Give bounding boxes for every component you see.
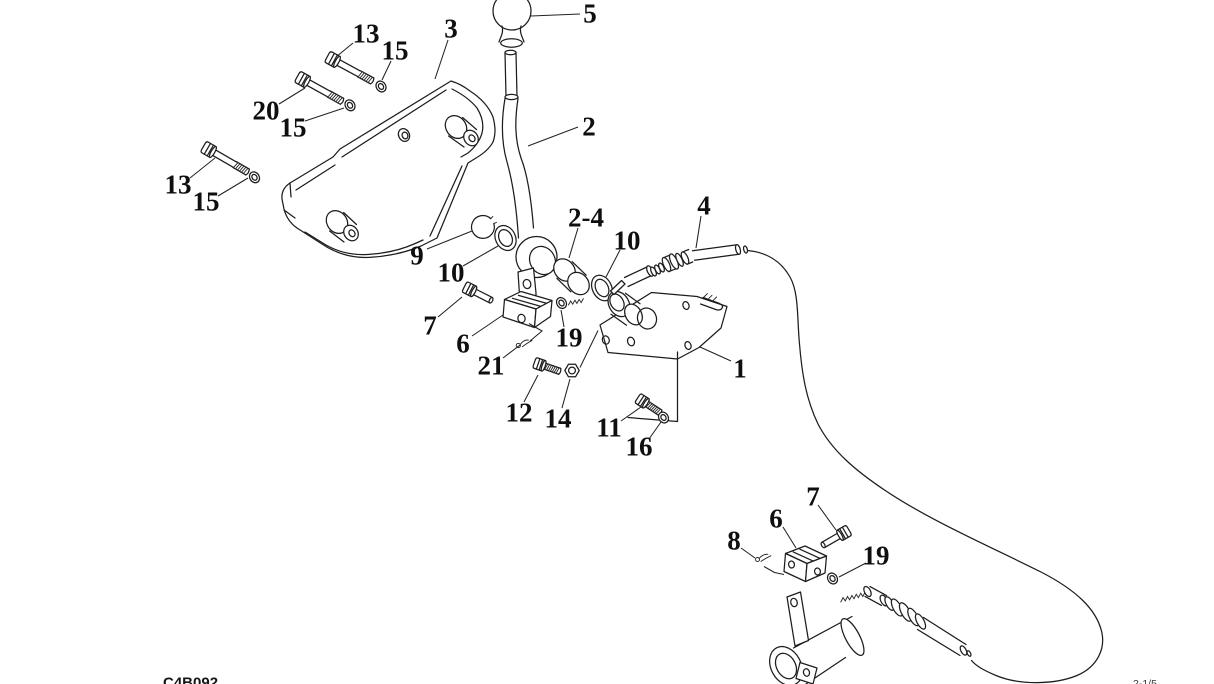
washer-15-top bbox=[373, 78, 389, 95]
callout-leader-8 bbox=[740, 547, 756, 559]
washer-10-right bbox=[590, 274, 614, 302]
callout-leader-6 bbox=[782, 526, 797, 549]
callout-leader-4 bbox=[695, 215, 702, 249]
callout-label-15: 15 bbox=[193, 187, 220, 217]
lever-bar bbox=[786, 591, 810, 647]
callout-label-14: 14 bbox=[545, 404, 572, 434]
callout-leader-21 bbox=[502, 344, 521, 359]
cover-boss-left bbox=[325, 209, 359, 243]
callout-label-1: 1 bbox=[733, 354, 747, 384]
washer-19-lower bbox=[824, 570, 841, 587]
callout-leader-19 bbox=[560, 309, 565, 328]
callout-label-19: 19 bbox=[556, 323, 583, 353]
callout-label-7: 7 bbox=[423, 311, 437, 341]
callout-label-3: 3 bbox=[444, 14, 458, 44]
cotter-pin-21 bbox=[515, 339, 533, 349]
callout-label-19: 19 bbox=[863, 541, 890, 571]
callout-leader-11 bbox=[620, 406, 642, 422]
callout-leader-7 bbox=[437, 296, 463, 318]
page-ref: 2-1/5 bbox=[1133, 678, 1157, 684]
callout-label-4: 4 bbox=[697, 191, 711, 221]
bolt-7-upper bbox=[461, 280, 496, 307]
callout-leader-15 bbox=[217, 177, 249, 197]
threaded-stub bbox=[568, 298, 584, 306]
cable-end-lower bbox=[840, 585, 972, 657]
callout-label-7: 7 bbox=[806, 482, 820, 512]
callout-leader-13 bbox=[335, 42, 354, 58]
bracket-u-slot bbox=[699, 293, 724, 311]
callout-label-6: 6 bbox=[456, 329, 470, 359]
callout-leader-1 bbox=[699, 346, 732, 362]
snap-ring-9 bbox=[470, 214, 497, 239]
bracket-large-hole bbox=[636, 307, 658, 330]
callout-leader-15 bbox=[381, 60, 392, 81]
lever-cover bbox=[281, 80, 496, 259]
washer-15-mid bbox=[342, 97, 358, 114]
drawing-code: C4B092 bbox=[163, 675, 218, 684]
callout-label-13: 13 bbox=[165, 170, 192, 200]
lever-rod bbox=[504, 49, 519, 101]
assembly-indicator-lines bbox=[528, 323, 785, 576]
cover-boss-right bbox=[444, 114, 479, 148]
lower-lever-assembly bbox=[755, 524, 972, 684]
callout-leader-20 bbox=[278, 87, 306, 105]
cotter-pin-8 bbox=[755, 553, 772, 562]
callout-leader-10 bbox=[462, 245, 499, 267]
bolt-13-top bbox=[323, 50, 377, 88]
callout-leader-7 bbox=[817, 504, 837, 531]
shift-knob bbox=[492, 0, 532, 48]
callout-leader-5 bbox=[530, 13, 581, 17]
callout-label-13: 13 bbox=[353, 19, 380, 49]
mounting-bracket bbox=[599, 290, 728, 423]
washer-15-left bbox=[246, 169, 263, 186]
callout-leader-2-4 bbox=[568, 227, 579, 259]
clevis-lower bbox=[783, 545, 828, 583]
callout-label-15: 15 bbox=[382, 36, 409, 66]
callout-leader-9 bbox=[426, 230, 473, 250]
callout-label-16: 16 bbox=[626, 432, 653, 462]
callout-label-8: 8 bbox=[727, 526, 741, 556]
washer-16 bbox=[655, 409, 672, 426]
lower-tab-bracket bbox=[795, 661, 818, 684]
callout-leader-10 bbox=[605, 249, 621, 278]
callout-label-15: 15 bbox=[280, 113, 307, 143]
callout-label-6: 6 bbox=[769, 504, 783, 534]
clevis-upper bbox=[502, 290, 553, 329]
pivot-cylinder bbox=[769, 615, 865, 684]
callout-leader-19 bbox=[838, 562, 867, 578]
callout-leader-12 bbox=[523, 374, 539, 403]
callout-leader-16 bbox=[648, 421, 662, 440]
callout-leader-15 bbox=[304, 107, 345, 122]
bolt-12 bbox=[531, 356, 563, 378]
callout-label-2-4: 2-4 bbox=[568, 203, 604, 233]
bolt-20 bbox=[293, 70, 347, 108]
callout-leader-13 bbox=[189, 157, 216, 179]
cover-hole bbox=[397, 127, 411, 143]
callout-leader-6 bbox=[471, 314, 504, 337]
callout-label-9: 9 bbox=[410, 241, 424, 271]
bolt-13-left bbox=[199, 140, 253, 179]
callout-label-20: 20 bbox=[253, 96, 280, 126]
callout-leader-3 bbox=[434, 39, 449, 80]
callout-label-10: 10 bbox=[614, 226, 641, 256]
control-cable-curve bbox=[746, 249, 1104, 684]
washer-10-left bbox=[494, 224, 517, 252]
callout-label-10: 10 bbox=[438, 258, 465, 288]
callout-label-2: 2 bbox=[582, 112, 596, 142]
callout-leader-14 bbox=[561, 378, 571, 409]
callout-label-11: 11 bbox=[596, 413, 622, 443]
callout-label-5: 5 bbox=[583, 0, 597, 29]
washer-19-top bbox=[553, 295, 570, 311]
nut-14 bbox=[564, 363, 580, 378]
bushing-2-4 bbox=[553, 258, 590, 296]
callout-label-21: 21 bbox=[478, 351, 505, 381]
cable-end-upper bbox=[609, 244, 749, 296]
callout-leader-2 bbox=[527, 126, 579, 147]
lever-shaft bbox=[501, 97, 558, 301]
callout-label-12: 12 bbox=[506, 398, 533, 428]
